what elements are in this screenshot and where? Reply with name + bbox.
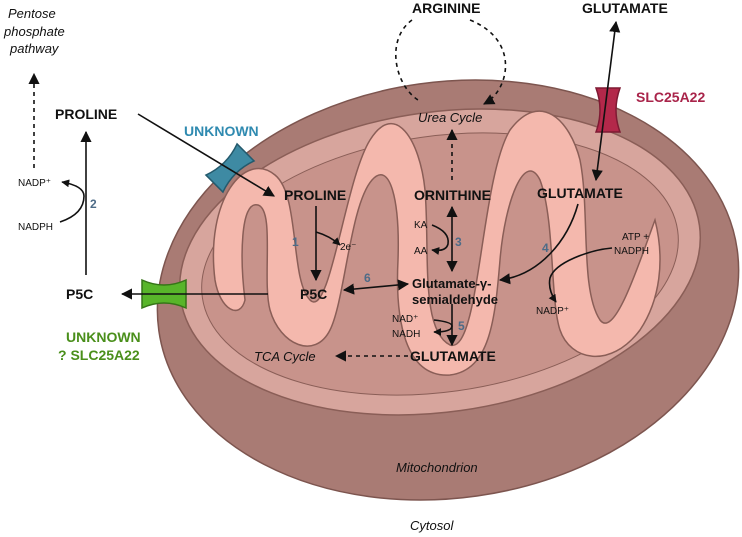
p5c-cytosol: P5C bbox=[66, 286, 93, 302]
transporter-unknown-blue bbox=[204, 142, 256, 194]
urea-cycle-label: Urea Cycle bbox=[418, 110, 482, 125]
pentose-label-2: phosphate bbox=[3, 24, 65, 39]
ka-label: KA bbox=[414, 220, 428, 231]
arrow-glutamate-transport bbox=[591, 20, 621, 182]
slc25a22-green-label: ? SLC25A22 bbox=[58, 347, 140, 363]
pentose-label-3: pathway bbox=[9, 41, 60, 56]
p5c-mito: P5C bbox=[300, 286, 327, 302]
arrow-atp-nadph bbox=[548, 247, 613, 303]
gsa-label-2: semialdehyde bbox=[412, 292, 498, 307]
nad-plus-label: NAD⁺ bbox=[392, 314, 418, 325]
step-4: 4 bbox=[542, 241, 549, 255]
ornithine-label: ORNITHINE bbox=[414, 187, 491, 203]
arrow-2e bbox=[315, 231, 341, 246]
atp-label-1: ATP + bbox=[622, 232, 649, 243]
tca-cycle-label: TCA Cycle bbox=[254, 349, 316, 364]
cristae bbox=[212, 110, 661, 376]
transporter-slc25a22-red bbox=[594, 87, 622, 133]
arrow-step4 bbox=[498, 203, 579, 285]
nadp-plus-right: NADP⁺ bbox=[536, 306, 569, 317]
arrow-arginine-loop-right bbox=[469, 19, 507, 105]
arrow-nadph-cofactor bbox=[59, 179, 85, 223]
step-1: 1 bbox=[292, 235, 299, 249]
mitochondrion bbox=[156, 79, 740, 501]
pentose-label-1: Pentose bbox=[8, 6, 56, 21]
nadph-left: NADPH bbox=[18, 222, 53, 233]
cytosol-label: Cytosol bbox=[410, 518, 454, 533]
aa-label: AA bbox=[414, 246, 428, 257]
arrows bbox=[28, 19, 621, 362]
mitochondrion-label: Mitochondrion bbox=[396, 460, 478, 475]
unknown-blue-label: UNKNOWN bbox=[184, 123, 259, 139]
arginine-label: ARGININE bbox=[412, 0, 480, 16]
two-e-label: 2e⁻ bbox=[340, 242, 356, 253]
step-2: 2 bbox=[90, 197, 97, 211]
atp-label-2: NADPH bbox=[614, 246, 649, 257]
arrow-arginine-loop-left bbox=[395, 19, 419, 101]
arrow-proline-import bbox=[137, 113, 275, 197]
glutamate-bottom: GLUTAMATE bbox=[410, 348, 496, 364]
step-5: 5 bbox=[458, 319, 465, 333]
step-6: 6 bbox=[364, 271, 371, 285]
proline-cytosol: PROLINE bbox=[55, 106, 117, 122]
arrow-step6 bbox=[342, 279, 410, 295]
nadh-label: NADH bbox=[392, 329, 420, 340]
arrow-ka-aa bbox=[431, 224, 449, 255]
unknown-green-label: UNKNOWN bbox=[66, 329, 141, 345]
step-3: 3 bbox=[455, 235, 462, 249]
proline-mito: PROLINE bbox=[284, 187, 346, 203]
arrow-nad-nadh bbox=[433, 319, 453, 336]
glutamate-top: GLUTAMATE bbox=[582, 0, 668, 16]
nadp-plus-left: NADP⁺ bbox=[18, 178, 51, 189]
slc25a22-label: SLC25A22 bbox=[636, 89, 705, 105]
glutamate-mito: GLUTAMATE bbox=[537, 185, 623, 201]
gsa-label-1: Glutamate-γ- bbox=[412, 276, 491, 291]
